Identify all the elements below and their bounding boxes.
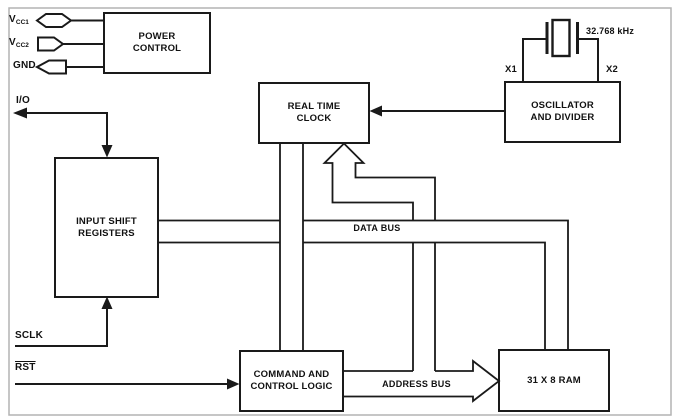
vcc2-label-subscript: CC2 [15, 42, 29, 49]
x1-wire [522, 38, 546, 82]
signal-wires [15, 110, 505, 385]
real-time-clock-block [258, 82, 370, 144]
power-control-line1: POWER [138, 31, 176, 42]
vcc2-label-base: V [9, 37, 16, 48]
power-control-label: POWER CONTROL [104, 13, 210, 73]
input-shift-registers-label: INPUT SHIFT REGISTERS [55, 158, 158, 297]
sclk-wire [15, 308, 108, 347]
rtc-input-arrowhead [369, 105, 382, 117]
x2-wire [579, 38, 599, 82]
solid-arrowheads [13, 105, 382, 390]
io-left-arrowhead [13, 107, 27, 119]
ram-label: 31 X 8 RAM [499, 350, 609, 411]
sclk-up-arrowhead [101, 296, 113, 309]
address-bus-label: ADDRESS BUS [382, 379, 451, 389]
command-control-logic-block [239, 350, 344, 412]
oscillator-line1: OSCILLATOR [531, 100, 594, 111]
data-bus-bottom-line [158, 241, 546, 350]
vcc1-pin-icon [35, 13, 73, 28]
ram-label-text: 31 X 8 RAM [527, 374, 581, 386]
vcc1-label-base: V [9, 14, 16, 25]
io-wire [26, 112, 108, 146]
crystal-body [551, 18, 571, 58]
crystal-frequency-label: 32.768 kHz [586, 26, 635, 36]
rtc-up-bus-arrow [322, 142, 436, 221]
data-bus-label: DATA BUS [353, 223, 401, 233]
real-time-clock-label: REAL TIME CLOCK [259, 83, 369, 143]
bus-channels [158, 142, 569, 403]
x2-label: X2 [606, 64, 619, 75]
command-control-logic-label: COMMAND AND CONTROL LOGIC [240, 351, 343, 411]
data-bus-top-line [158, 219, 569, 350]
vcc1-label: VCC1 [9, 14, 29, 28]
vcc1-label-subscript: CC1 [15, 19, 29, 26]
gnd-pin-icon [34, 59, 67, 75]
input-shift-registers-line2: REGISTERS [78, 227, 135, 239]
sclk-label: SCLK [15, 330, 44, 341]
power-control-line2: CONTROL [132, 43, 182, 54]
power-control-block [103, 12, 211, 74]
rst-right-arrowhead [227, 378, 240, 390]
oscillator-line2: AND DIVIDER [530, 112, 595, 123]
rst-label: RST [15, 362, 36, 373]
vcc2-label: VCC2 [9, 37, 29, 51]
io-label: I/O [16, 95, 30, 106]
io-down-arrowhead [101, 145, 113, 158]
command-control-logic-line1: COMMAND AND [253, 369, 330, 380]
address-bus-arrow [343, 359, 501, 403]
real-time-clock-line2: CLOCK [296, 113, 332, 124]
block-outlines [54, 12, 621, 412]
oscillator-label: OSCILLATOR AND DIVIDER [505, 82, 620, 142]
input-shift-registers-block [54, 157, 159, 298]
oscillator-block [504, 81, 621, 143]
figure-border [8, 7, 672, 416]
gnd-label: GND [13, 60, 36, 71]
input-shift-registers-line1: INPUT SHIFT [76, 215, 137, 227]
crystal-symbol [522, 18, 599, 82]
vcc2-pin-icon [37, 36, 65, 52]
supply-wires [63, 19, 104, 68]
command-control-logic-line2: CONTROL LOGIC [250, 381, 333, 392]
real-time-clock-line1: REAL TIME [287, 101, 341, 112]
x1-label: X1 [505, 64, 518, 75]
